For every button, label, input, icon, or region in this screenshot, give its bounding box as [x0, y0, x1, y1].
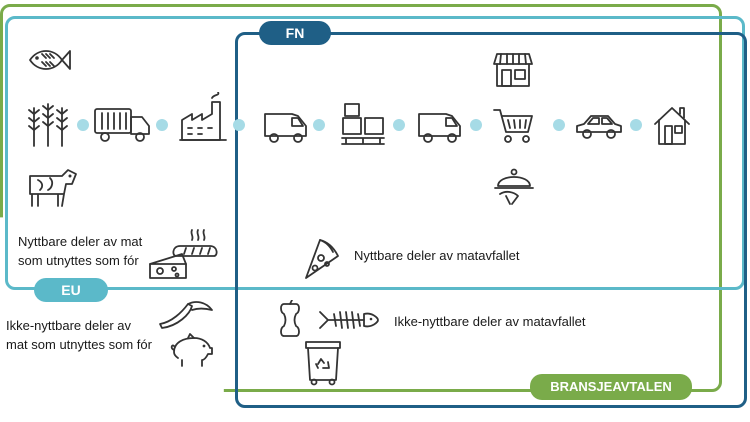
chain-dot: [393, 119, 405, 131]
banana-peel-icon: [156, 296, 216, 330]
eu-frame: [5, 16, 745, 290]
factory-icon: [178, 92, 228, 144]
fn-label: FN: [259, 21, 331, 45]
van-icon: [262, 108, 310, 144]
eu-label: EU: [34, 278, 108, 302]
pig-icon: [168, 332, 214, 368]
truck-icon: [92, 104, 152, 144]
chain-dot: [630, 119, 642, 131]
shopping-cart-icon: [492, 106, 536, 146]
bread-icon: [170, 226, 220, 262]
bransjeavtalen-frame: [0, 4, 722, 392]
cow-icon: [24, 162, 78, 210]
pizza-slice-icon: [300, 236, 340, 280]
chain-dot: [313, 119, 325, 131]
edible-waste-label: Nyttbare deler av matavfallet: [354, 248, 520, 263]
bransjeavtalen-label: BRANSJEAVTALEN: [530, 374, 692, 400]
cheese-icon: [146, 250, 190, 282]
inedible-waste-label: Ikke-nyttbare deler av matavfallet: [394, 314, 586, 329]
apple-core-icon: [276, 300, 304, 338]
chain-dot: [470, 119, 482, 131]
van-icon: [416, 108, 464, 144]
fodder-edible-label: Nyttbare deler av mat som utnyttes som f…: [18, 234, 143, 268]
chain-dot: [156, 119, 168, 131]
chain-dot: [77, 119, 89, 131]
recycling-bin-icon: [302, 334, 344, 386]
house-icon: [652, 104, 692, 146]
boxes-icon: [340, 100, 386, 146]
shop-icon: [492, 50, 534, 88]
fish-bone-icon: [316, 306, 380, 334]
wheat-icon: [26, 100, 70, 148]
chain-dot: [233, 119, 245, 131]
fish-icon: [24, 42, 72, 78]
fodder-inedible-label: Ikke-nyttbare deler av mat som utnyttes …: [6, 318, 152, 352]
fn-frame: [235, 32, 747, 408]
serving-cloche-icon: [492, 164, 536, 206]
car-icon: [574, 112, 624, 142]
chain-dot: [553, 119, 565, 131]
